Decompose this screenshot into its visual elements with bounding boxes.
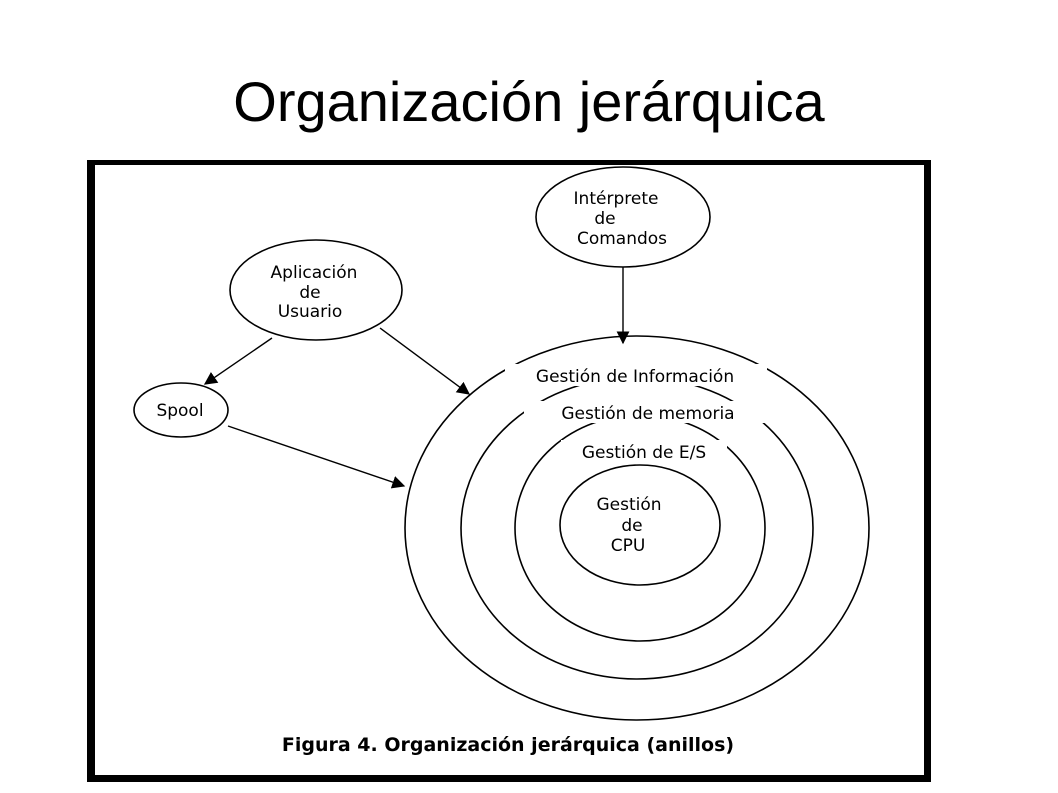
- arrow-aplicacion-to-rings: [379, 327, 471, 395]
- interprete-line-3: Comandos: [577, 229, 667, 249]
- ring-label-memoria: Gestión de memoria: [561, 404, 734, 424]
- cpu-line-3: CPU: [611, 536, 646, 556]
- interprete-line-2: de: [594, 209, 615, 229]
- ring-label-backgrounds: [505, 364, 772, 462]
- cpu-line-2: de: [621, 516, 642, 536]
- figure-frame: [87, 160, 931, 782]
- slide-title: Organización jerárquica: [233, 70, 825, 133]
- aplicacion-line-2: de: [299, 283, 320, 303]
- ring-informacion: [404, 335, 870, 721]
- aplicacion-line-3: Usuario: [278, 302, 343, 322]
- cpu-line-1: Gestión: [596, 495, 661, 515]
- connectors: [203, 267, 630, 489]
- arrow-spool-to-rings: [227, 425, 406, 489]
- node-spool: [133, 382, 229, 438]
- node-aplicacion: [229, 239, 403, 341]
- ring-label-informacion: Gestión de Información: [536, 367, 734, 387]
- spool-label: Spool: [156, 401, 203, 421]
- ring-cpu: [559, 464, 721, 586]
- node-interprete: [535, 166, 711, 268]
- aplicacion-line-1: Aplicación: [271, 263, 358, 283]
- figure-caption: Figura 4. Organización jerárquica (anill…: [282, 734, 734, 756]
- arrow-aplicacion-to-spool: [203, 337, 273, 385]
- ring-label-es: Gestión de E/S: [582, 443, 706, 463]
- interprete-line-1: Intérprete: [574, 189, 659, 209]
